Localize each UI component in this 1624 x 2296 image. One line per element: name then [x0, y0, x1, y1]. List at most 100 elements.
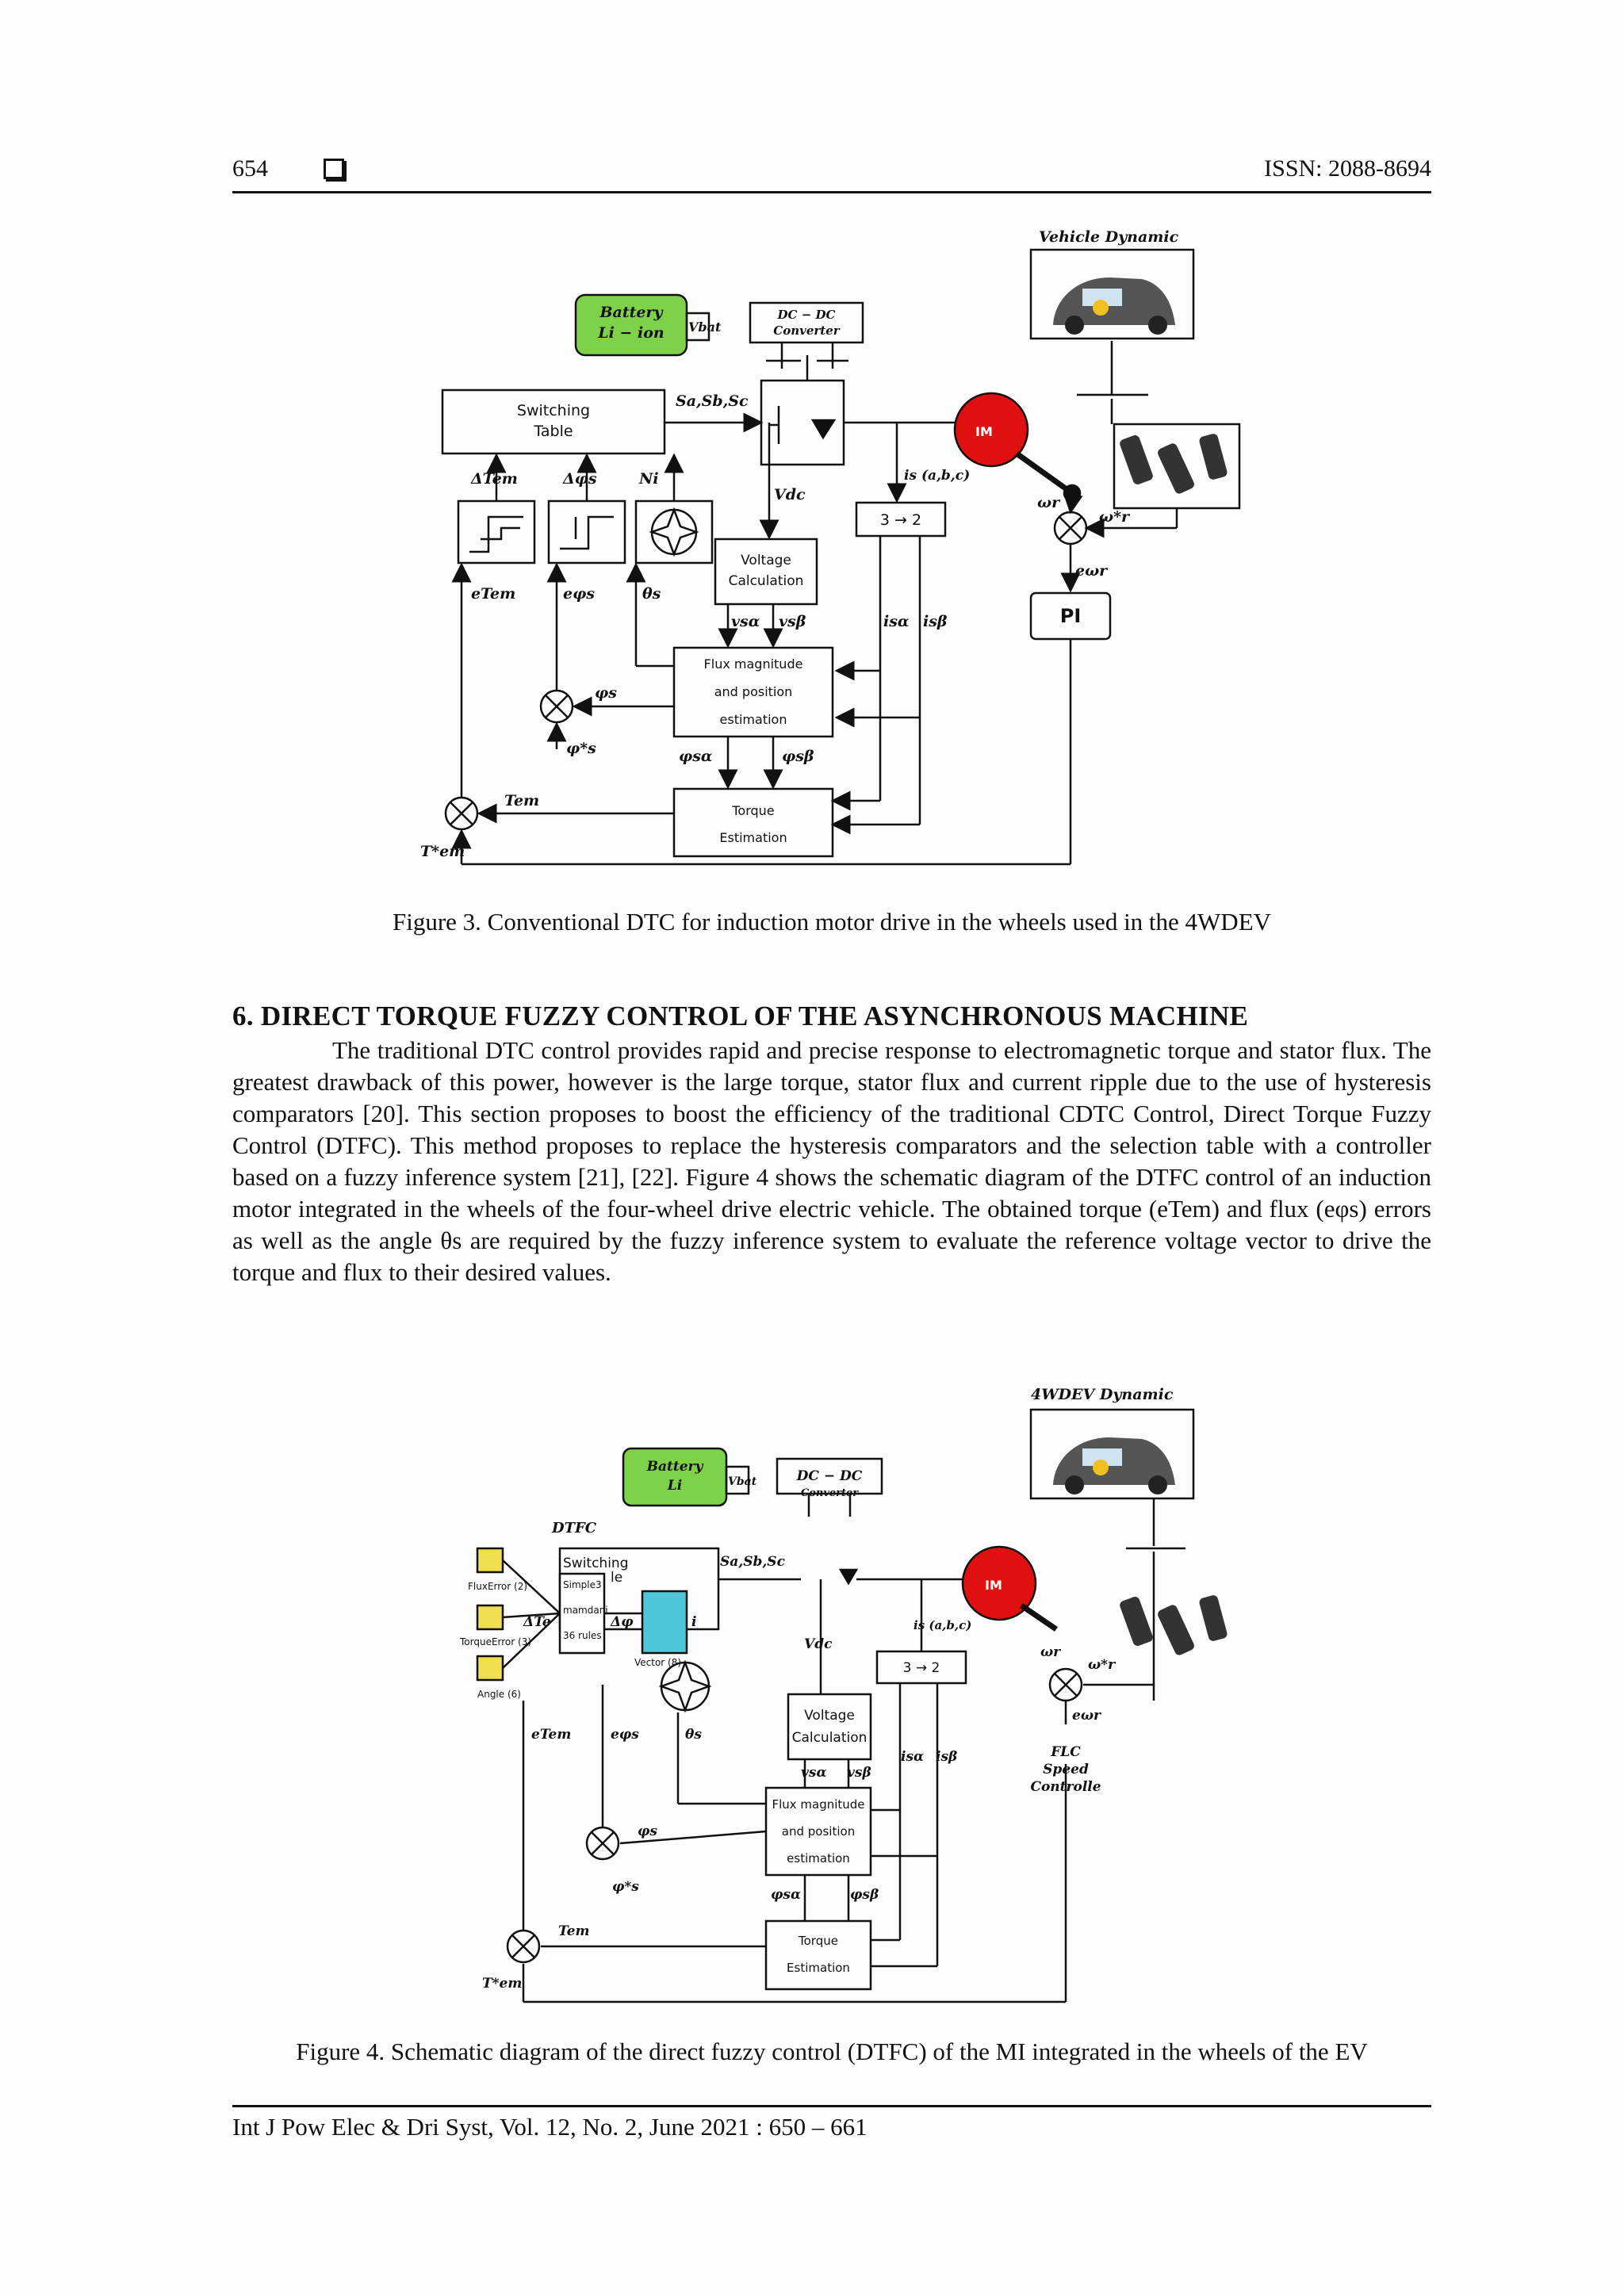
voltage-label: Voltage	[804, 1708, 855, 1724]
flc-label-3: Controlle	[1030, 1779, 1101, 1795]
ephis-label: eφs	[611, 1727, 639, 1743]
phisa-label: φsα	[771, 1887, 801, 1903]
vsa-label: vsα	[731, 613, 760, 630]
header-rule	[232, 191, 1431, 193]
phis-star-label: φ*s	[612, 1879, 639, 1895]
im-motor	[953, 392, 1029, 468]
vdc-label: Vdc	[774, 486, 806, 503]
battery-label: Battery	[646, 1459, 704, 1475]
flux-error-label: FluxError (2)	[468, 1581, 527, 1592]
dcdc-box	[749, 301, 864, 344]
torque-label: Torque	[798, 1934, 838, 1948]
wr-star-label: ω*r	[1099, 508, 1131, 526]
ni-label: i	[691, 1614, 696, 1630]
voltage-calc-box	[714, 538, 818, 606]
voltage-label: Voltage	[741, 553, 791, 568]
flux-label-3: estimation	[720, 712, 787, 727]
tem-label: Tem	[504, 792, 539, 809]
voltage-label-2: Calculation	[792, 1730, 868, 1746]
wr-label: ωr	[1037, 494, 1061, 511]
phisb-label: φsβ	[782, 748, 814, 765]
flux-hysteresis	[547, 499, 626, 564]
flux-label-3: estimation	[787, 1851, 850, 1866]
battery-label-2: Li	[667, 1478, 682, 1494]
switching-label-2: le	[611, 1570, 622, 1586]
tem-label: Tem	[558, 1923, 590, 1939]
torque-label-2: Estimation	[787, 1961, 850, 1975]
voltage-calc-box	[787, 1693, 872, 1761]
mamdani-label: mamdani	[563, 1605, 608, 1616]
isa-label: isα	[883, 613, 910, 630]
figure-3-caption: Figure 3. Conventional DTC for induction…	[392, 908, 1272, 936]
vbat-label: Vbat	[688, 320, 722, 335]
simple3-label: Simple3	[563, 1579, 602, 1590]
vsb-label: vsβ	[779, 613, 806, 630]
tem-star-label: T*em	[482, 1976, 522, 1992]
sasbsc-label: Sa,Sb,Sc	[676, 392, 749, 410]
switching-label: Switching	[563, 1556, 629, 1571]
dtfc-label: DTFC	[551, 1520, 597, 1536]
theta-label: θs	[642, 585, 661, 603]
flux-label-2: and position	[714, 684, 793, 699]
vehicle-dynamic-box	[1029, 248, 1195, 340]
figure-4-diagram: 4WDEV Dynamic Battery Li Vbat DC − DC Co…	[459, 1386, 1228, 2003]
torque-estimation-box	[764, 1919, 872, 1991]
page-number: 654	[232, 155, 268, 182]
flux-label-2: and position	[782, 1824, 855, 1839]
etem-label: eTem	[531, 1727, 571, 1743]
issn: ISSN: 2088-8694	[1264, 155, 1431, 182]
vehicle-dynamic-box	[1029, 1408, 1195, 1500]
im-motor	[961, 1545, 1037, 1621]
vehicle-icon	[1053, 1437, 1175, 1494]
dphis-label: Δφs	[562, 470, 597, 488]
ewr-label: eωr	[1075, 562, 1109, 580]
three-two-label: 3 → 2	[903, 1660, 940, 1676]
phisb-label: φsβ	[850, 1887, 879, 1903]
vehicle-icon	[1053, 277, 1175, 335]
dcdc-label-2: Converter	[801, 1487, 859, 1499]
switching-table	[441, 388, 666, 455]
sasbsc-label: Sa,Sb,Sc	[720, 1554, 786, 1570]
vbat-label: Vbat	[728, 1475, 757, 1488]
isb-label: isβ	[923, 613, 948, 630]
vsb-label: vsβ	[847, 1765, 871, 1781]
im-label: IM	[975, 424, 993, 439]
phis-label: φs	[638, 1823, 657, 1839]
ewr-label: eωr	[1072, 1708, 1101, 1724]
dcdc-box	[776, 1457, 883, 1495]
flux-label: Flux magnitude	[772, 1797, 864, 1812]
is-abc-label: is (a,b,c)	[904, 468, 970, 484]
flux-label: Flux magnitude	[704, 656, 803, 672]
dtem-label: ΔTe	[523, 1614, 551, 1630]
vehicle-dynamic-label: Vehicle Dynamic	[1039, 228, 1179, 246]
wr-label: ωr	[1040, 1644, 1061, 1660]
figure-3-diagram: Vehicle Dynamic Battery Li − ion Vbat DC…	[420, 228, 1241, 866]
battery-box	[622, 1447, 728, 1507]
flc-label: FLC	[1050, 1744, 1081, 1760]
three-two-label: 3 → 2	[880, 511, 921, 529]
torque-estimation-box	[672, 787, 834, 858]
phisa-label: φsα	[679, 748, 713, 765]
isa-label: isα	[901, 1749, 924, 1765]
dcdc-label: DC − DC	[777, 308, 836, 322]
torque-label-2: Estimation	[719, 830, 787, 845]
section-paragraph: The traditional DTC control provides rap…	[232, 1035, 1431, 1288]
angle-label: Angle (6)	[477, 1689, 521, 1700]
phis-star-label: φ*s	[566, 740, 596, 757]
ephis-label: eφs	[563, 585, 595, 603]
flux-estimation-box	[672, 646, 834, 738]
is-abc-label: is (a,b,c)	[914, 1618, 971, 1632]
vsa-label: vsα	[801, 1765, 827, 1781]
footer-rule	[232, 2105, 1431, 2107]
battery-label: Battery	[599, 304, 664, 321]
phis-label: φs	[595, 684, 617, 702]
torque-hysteresis	[457, 499, 536, 564]
section-title: 6. DIRECT TORQUE FUZZY CONTROL OF THE AS…	[232, 1001, 1249, 1031]
dphis-label: Δφ	[610, 1614, 634, 1630]
header-square-icon	[324, 159, 344, 179]
footer-citation: Int J Pow Elec & Dri Syst, Vol. 12, No. …	[232, 2113, 868, 2141]
dcdc-label: DC − DC	[796, 1468, 863, 1484]
rules-label: 36 rules	[563, 1630, 602, 1641]
switching-label: Switching	[517, 402, 590, 419]
pedal-icon	[1120, 1595, 1228, 1655]
